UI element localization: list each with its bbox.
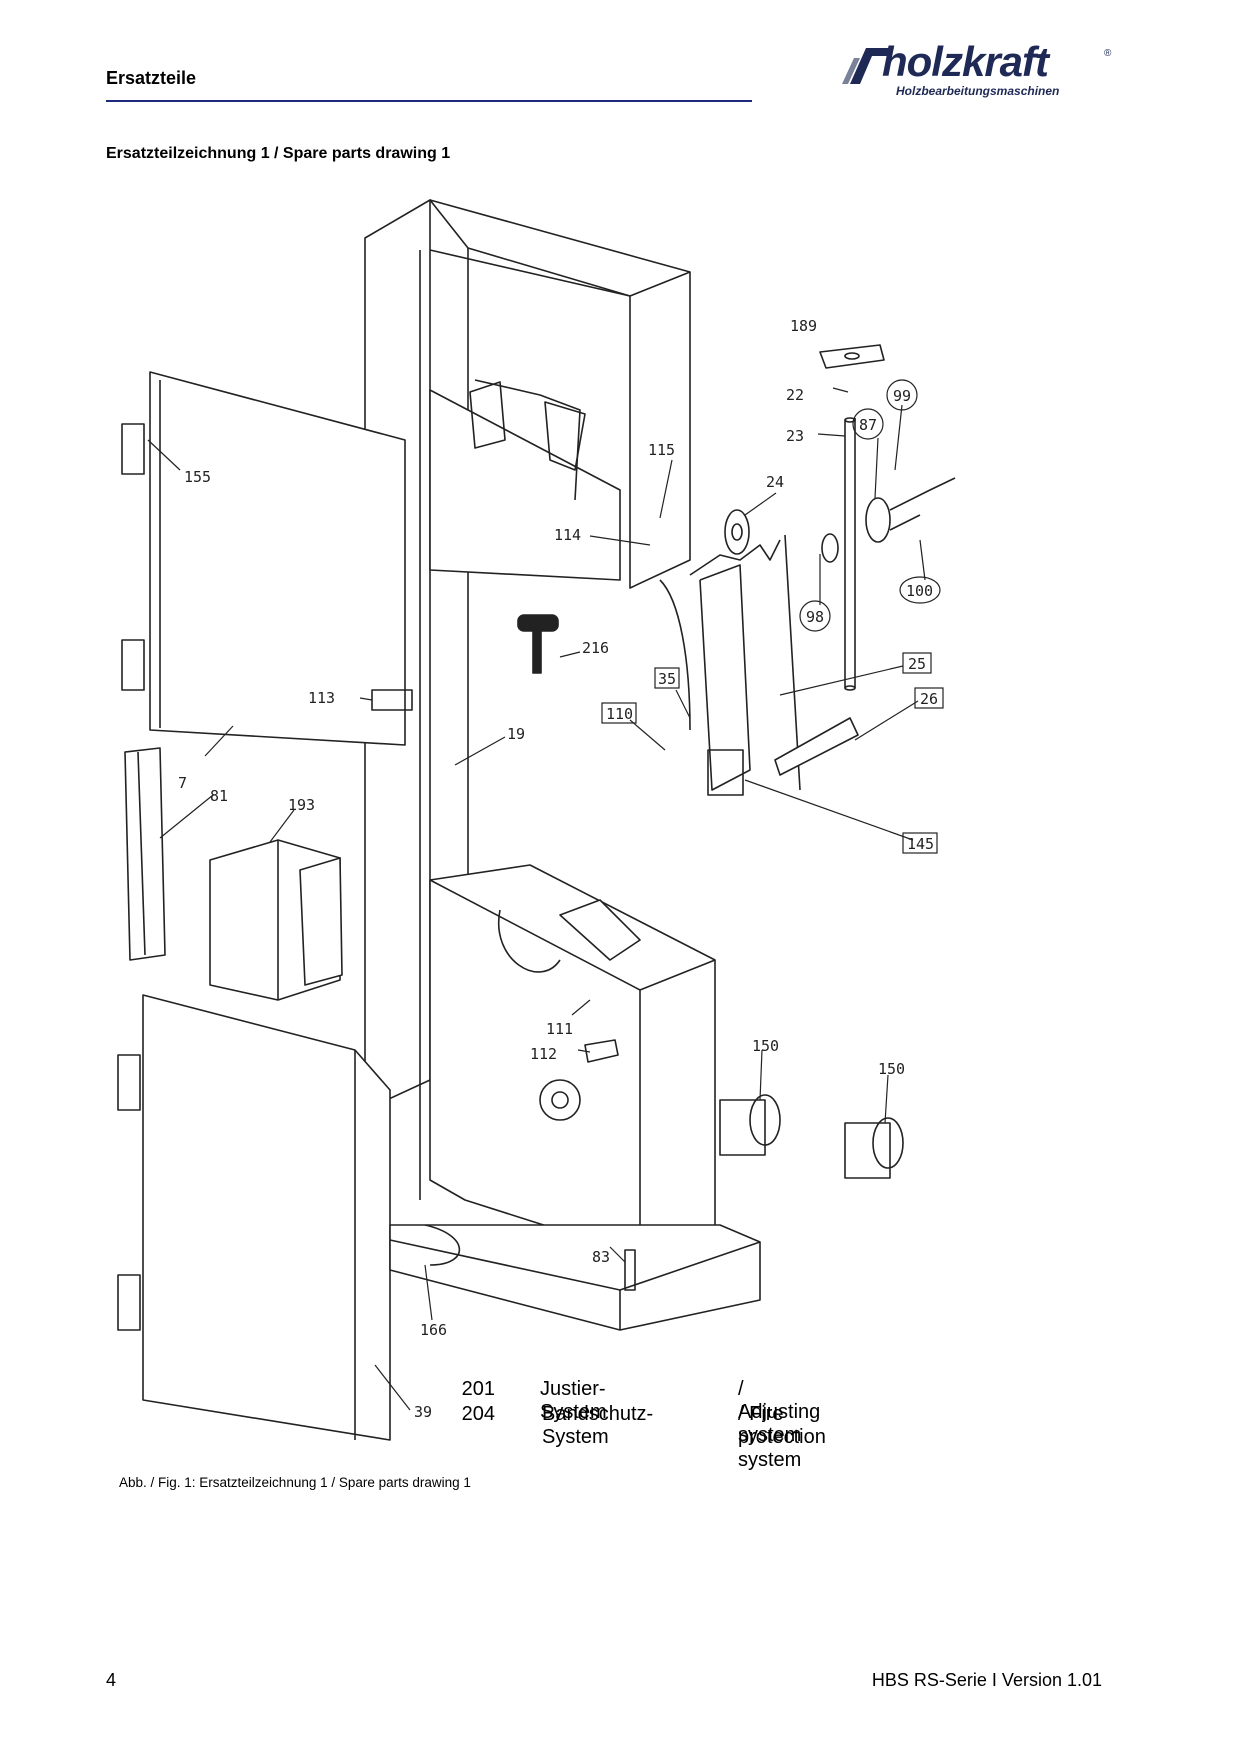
section-title: Ersatzteile: [106, 68, 197, 88]
callout-115: 115: [648, 441, 675, 459]
callout-166: 166: [420, 1321, 447, 1339]
callout-22: 22: [786, 386, 804, 404]
page-number: 4: [106, 1670, 117, 1690]
header-rule: [106, 100, 752, 102]
legend-number: 201: [461, 1378, 495, 1400]
callout-25: 25: [908, 655, 926, 673]
legend-label-de: Justier-System: [540, 1378, 607, 1423]
callout-26: 26: [920, 690, 938, 708]
drawing-title: Ersatzteilzeichnung 1 / Spare parts draw…: [106, 145, 451, 162]
callout-24: 24: [766, 473, 784, 491]
logo-text: holzkraft: [882, 38, 1049, 85]
legend-label-en: / Adjusting system: [738, 1378, 821, 1446]
legend-label-de: Bandschutz-System: [542, 1403, 654, 1448]
brand-logo: holzkraft ® Holzbearbeitungsmaschinen: [836, 38, 1126, 106]
callout-155: 155: [184, 468, 211, 486]
callout-216: 216: [582, 639, 609, 657]
callout-99: 99: [893, 387, 911, 405]
callout-35: 35: [658, 670, 676, 688]
logo-subtitle: Holzbearbeitungsmaschinen: [896, 84, 1060, 98]
callout-111: 111: [546, 1020, 573, 1038]
callout-100: 100: [906, 582, 933, 600]
document-version: HBS RS-Serie I Version 1.01: [871, 1670, 1102, 1690]
callout-112: 112: [530, 1045, 557, 1063]
callout-110: 110: [606, 705, 633, 723]
callout-39: 39: [414, 1403, 432, 1421]
callout-81: 81: [210, 787, 228, 805]
callout-7: 7: [178, 774, 187, 792]
legend-number: 204: [461, 1403, 495, 1425]
upper-door: [149, 371, 406, 746]
logo-mark-icon: [842, 48, 894, 84]
callout-23: 23: [786, 427, 804, 445]
callout-114: 114: [554, 526, 581, 544]
legend-label-en: / Fire protection system: [738, 1403, 826, 1471]
callout-87: 87: [859, 416, 877, 434]
logo-registered: ®: [1104, 48, 1112, 59]
callout-113: 113: [308, 689, 335, 707]
callout-150-b: 150: [878, 1060, 905, 1078]
callout-19: 19: [507, 725, 525, 743]
callout-98: 98: [806, 608, 824, 626]
lower-door: [142, 994, 391, 1441]
callout-83: 83: [592, 1248, 610, 1266]
callout-145: 145: [907, 835, 934, 853]
callout-150-a: 150: [752, 1037, 779, 1055]
callout-189: 189: [790, 317, 817, 335]
callout-193: 193: [288, 796, 315, 814]
figure-caption: Abb. / Fig. 1: Ersatzteilzeichnung 1 / S…: [119, 1475, 471, 1490]
